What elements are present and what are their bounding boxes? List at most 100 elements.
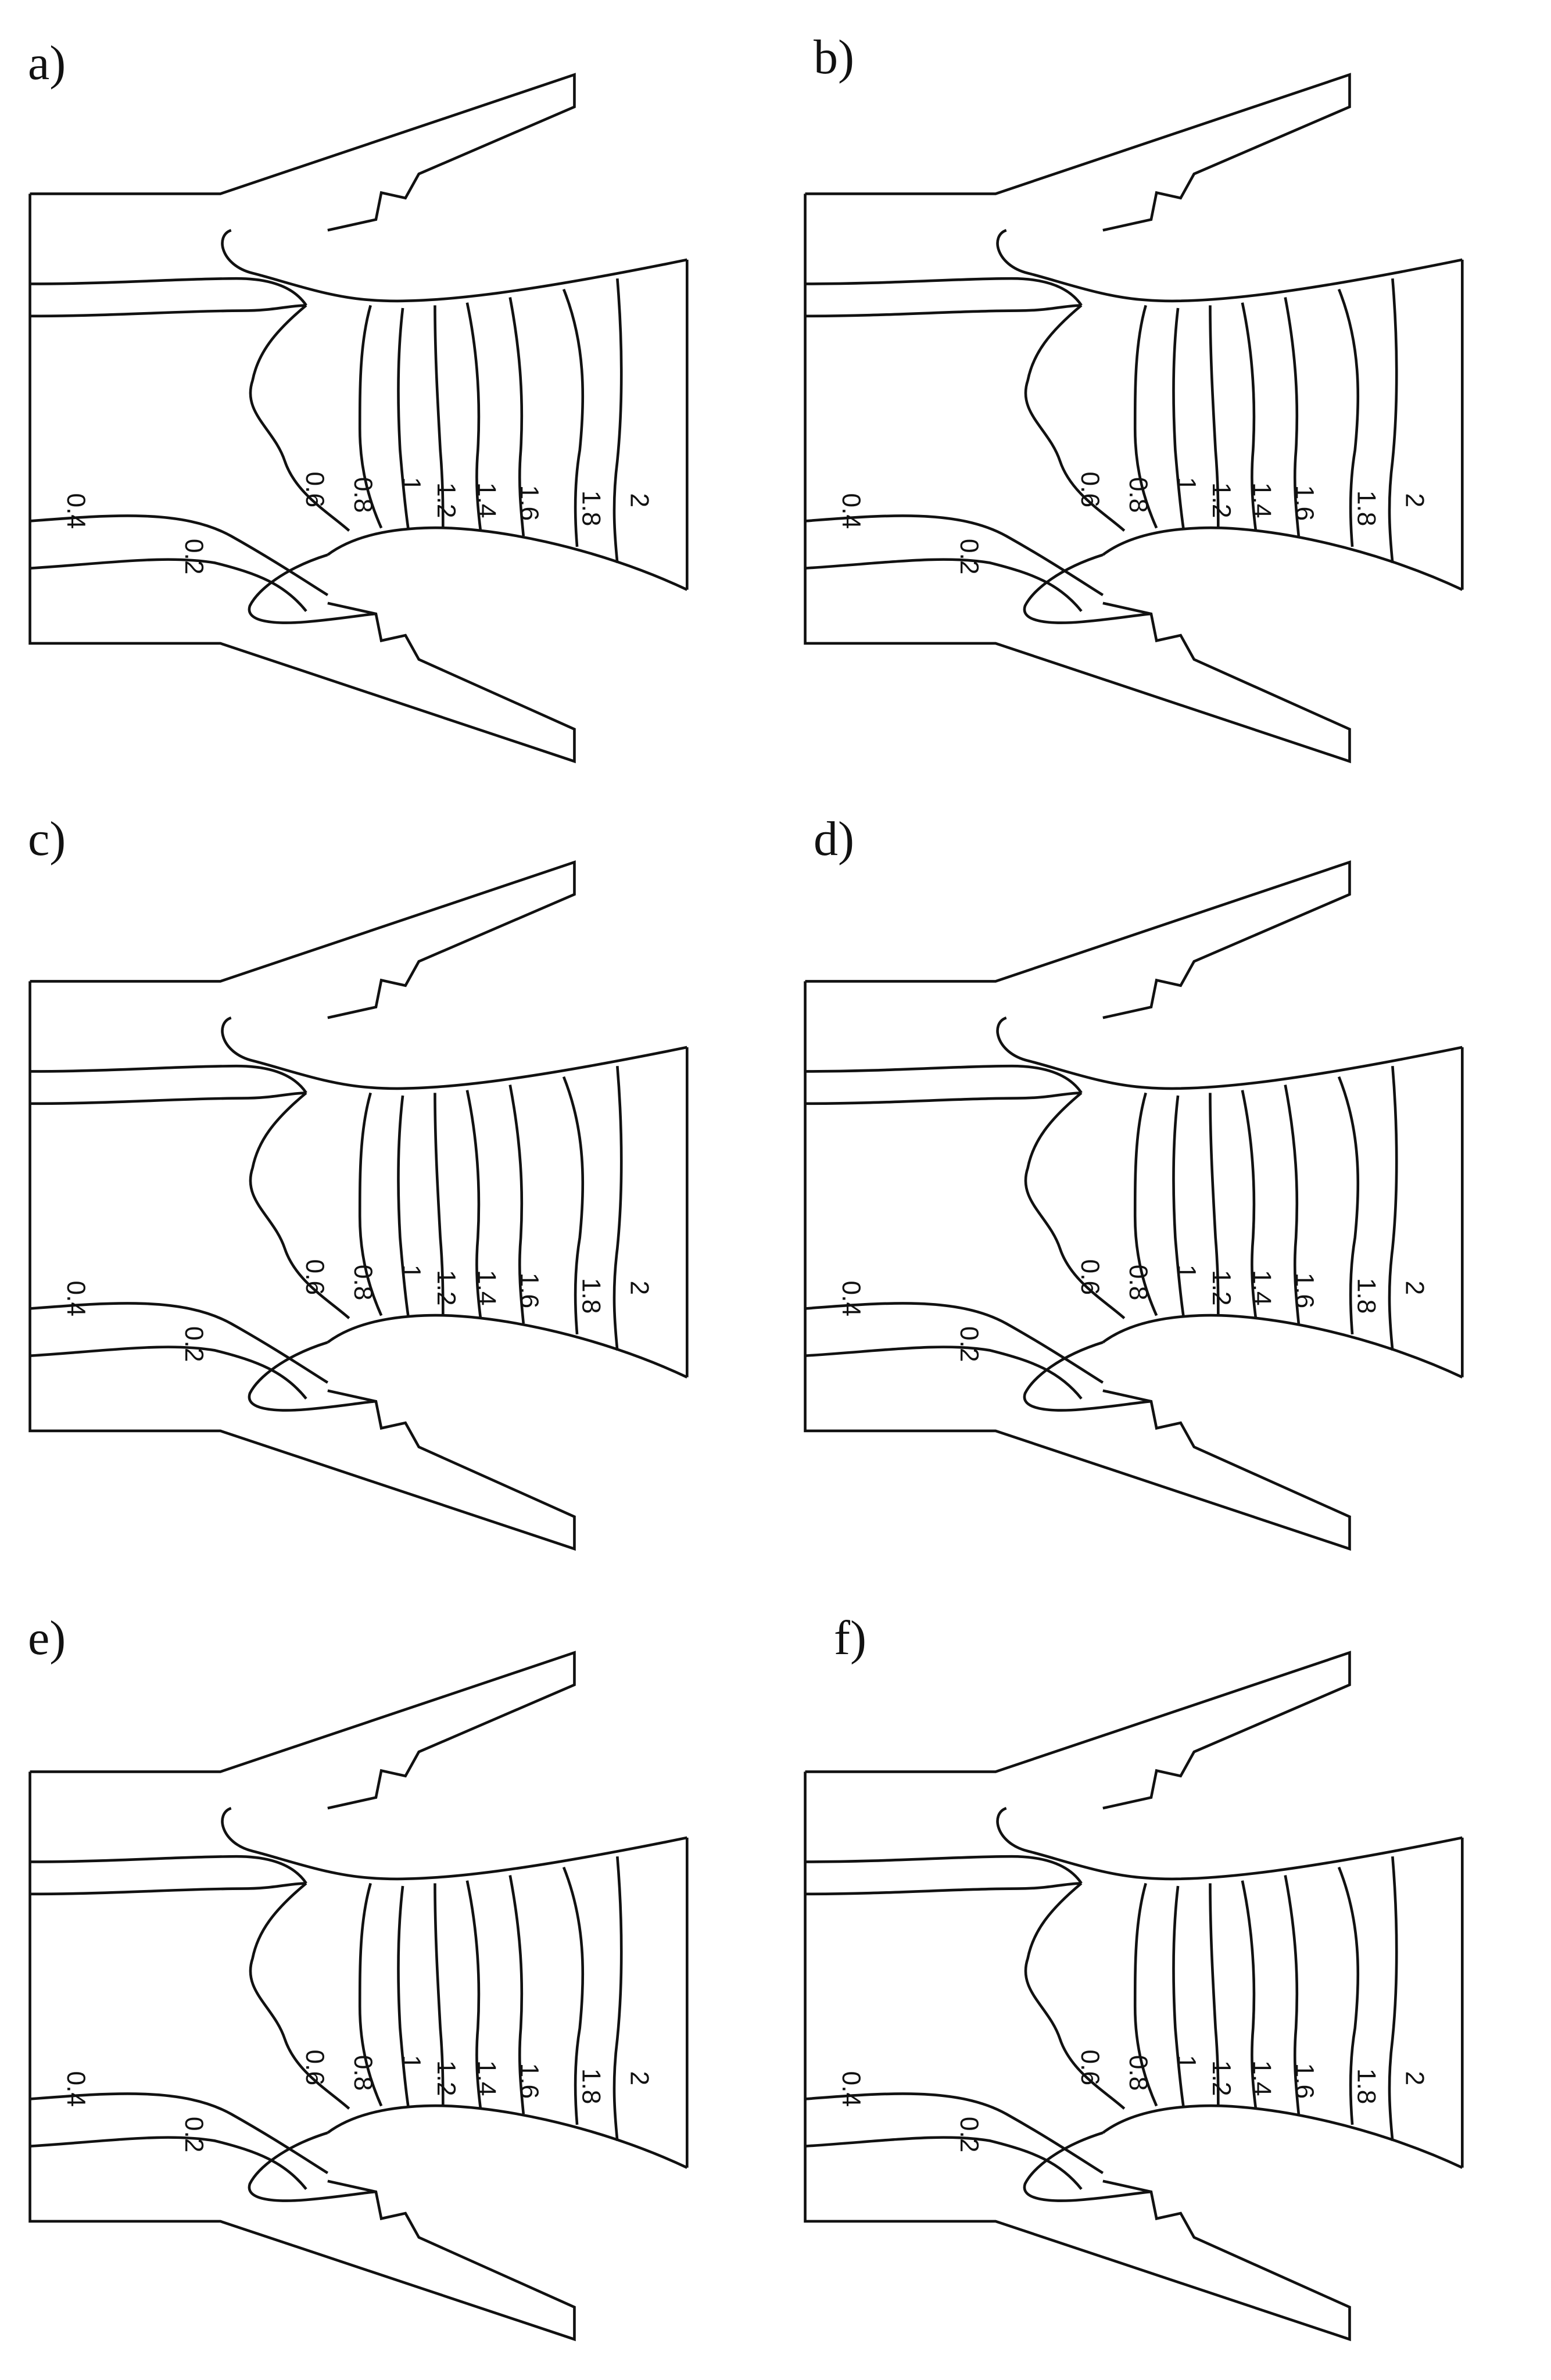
contour-line-0.4 <box>805 1302 1104 1384</box>
contour-line-0.2 <box>30 558 307 612</box>
contour-line-1.2 <box>1209 305 1220 528</box>
contour-line-1.6 <box>1284 1875 1301 2114</box>
contour-line-0.6 <box>1024 1091 1126 1319</box>
contour-label-0-8: 0.8 <box>1124 1265 1152 1301</box>
contour-label-1: 1 <box>397 2055 425 2070</box>
contour-label-1-6: 1.6 <box>1290 2063 1319 2099</box>
contour-line-1 <box>1172 1095 1185 1316</box>
contour-label-0-6: 0.6 <box>300 472 329 508</box>
contour-line-1.8 <box>562 1866 585 2125</box>
contour-label-1-4: 1.4 <box>472 2060 500 2096</box>
contour-line-1.4 <box>465 1880 482 2109</box>
contour-line-1 <box>1172 307 1185 528</box>
contour-label-0-8: 0.8 <box>1124 2055 1152 2091</box>
contour-label-0-2: 0.2 <box>180 2117 208 2153</box>
contour-line-0.6 <box>1024 304 1126 532</box>
contour-label-1-2: 1.2 <box>1207 2060 1235 2096</box>
channel-line-0 <box>30 1855 307 1884</box>
contour-line-1.2 <box>1209 1093 1220 1316</box>
contour-label-0-6: 0.6 <box>1076 2050 1104 2086</box>
contour-label-1-2: 1.2 <box>432 482 460 518</box>
domain-outline-1 <box>30 1651 576 1810</box>
contour-line-1.8 <box>562 1076 585 1334</box>
lower-blade-top <box>1102 2104 1463 2169</box>
contour-line-1.6 <box>508 1875 525 2114</box>
contour-line-1.6 <box>1284 1085 1301 1324</box>
contour-label-0-6: 0.6 <box>1076 1259 1104 1295</box>
contour-label-0-8: 0.8 <box>349 477 377 513</box>
contour-label-1-2: 1.2 <box>1207 1270 1235 1306</box>
contour-label-1-8: 1.8 <box>1352 491 1380 527</box>
domain-outline-0 <box>28 1771 576 2342</box>
lower-blade-top <box>327 1314 688 1379</box>
contour-line-0.6 <box>249 304 350 532</box>
contour-line-2 <box>612 1066 623 1351</box>
contour-line-1.4 <box>1241 302 1258 531</box>
channel-line-0 <box>30 1064 307 1094</box>
contour-label-1-6: 1.6 <box>515 2063 543 2099</box>
upper-blade <box>221 228 687 303</box>
lower-blade-top <box>327 526 688 591</box>
contour-line-2 <box>1388 1066 1398 1351</box>
contour-line-0.4 <box>805 514 1104 596</box>
contour-line-0.4 <box>805 2092 1104 2174</box>
contour-line-1 <box>397 1095 410 1316</box>
channel-line-1 <box>805 1091 1081 1105</box>
lower-blade-top <box>1102 1314 1463 1379</box>
contour-line-2 <box>612 1856 623 2141</box>
contour-label-0-6: 0.6 <box>1076 472 1104 508</box>
contour-line-1 <box>1172 1885 1185 2106</box>
contour-line-0.4 <box>30 514 329 596</box>
domain-outline-1 <box>805 73 1351 232</box>
contour-line-0.4 <box>30 2092 329 2174</box>
contour-line-1.8 <box>562 288 585 547</box>
lower-blade-nose <box>248 553 377 624</box>
domain-outline-0 <box>804 1771 1351 2342</box>
channel-line-1 <box>805 1882 1081 1896</box>
contour-label-2: 2 <box>625 493 653 507</box>
contour-line-2 <box>1388 278 1398 563</box>
contour-line-1.2 <box>434 1883 445 2106</box>
upper-blade <box>996 1806 1463 1881</box>
contour-label-1-4: 1.4 <box>472 1270 500 1306</box>
contour-label-0-4: 0.4 <box>62 1280 90 1316</box>
contour-label-0-4: 0.4 <box>62 493 90 529</box>
contour-line-2 <box>1388 1856 1398 2141</box>
channel-line-0 <box>805 1855 1083 1884</box>
contour-label-1-2: 1.2 <box>432 2060 460 2096</box>
contour-label-0-6: 0.6 <box>300 1259 329 1295</box>
contour-line-1.4 <box>1241 1090 1258 1319</box>
contour-line-1.4 <box>1241 1880 1258 2109</box>
contour-label-1-8: 1.8 <box>576 1278 605 1314</box>
contour-line-0.2 <box>805 1345 1083 1400</box>
contour-label-1-6: 1.6 <box>1290 1273 1319 1309</box>
contour-label-1-8: 1.8 <box>576 491 605 527</box>
contour-line-1.8 <box>1337 1866 1360 2125</box>
lower-blade-nose <box>1023 2131 1152 2202</box>
contour-label-0-4: 0.4 <box>837 1280 865 1316</box>
contour-line-1.2 <box>434 305 445 528</box>
channel-line-0 <box>805 1064 1083 1094</box>
lower-blade-nose <box>248 2131 377 2202</box>
contour-line-1.6 <box>1284 297 1301 536</box>
panel-label-a: a) <box>28 36 66 90</box>
panel-label-c: c) <box>28 812 66 866</box>
lower-blade-nose <box>248 1341 377 1412</box>
contour-line-0.2 <box>30 2136 307 2190</box>
contour-label-0-4: 0.4 <box>62 2071 90 2107</box>
contour-label-1-8: 1.8 <box>1352 2068 1380 2105</box>
upper-blade <box>221 1806 687 1881</box>
contour-label-2: 2 <box>625 1280 653 1295</box>
contour-line-1.4 <box>465 302 482 531</box>
contour-line-1 <box>397 1885 410 2106</box>
contour-label-1-8: 1.8 <box>1352 1278 1380 1314</box>
channel-line-1 <box>30 304 306 318</box>
contour-label-0-8: 0.8 <box>1124 477 1152 513</box>
domain-outline-0 <box>804 981 1351 1551</box>
contour-line-0.8 <box>1133 1882 1158 2107</box>
contour-label-0-2: 0.2 <box>180 1326 208 1362</box>
contour-line-0.2 <box>805 2136 1083 2190</box>
contour-line-1.8 <box>1337 1076 1360 1334</box>
